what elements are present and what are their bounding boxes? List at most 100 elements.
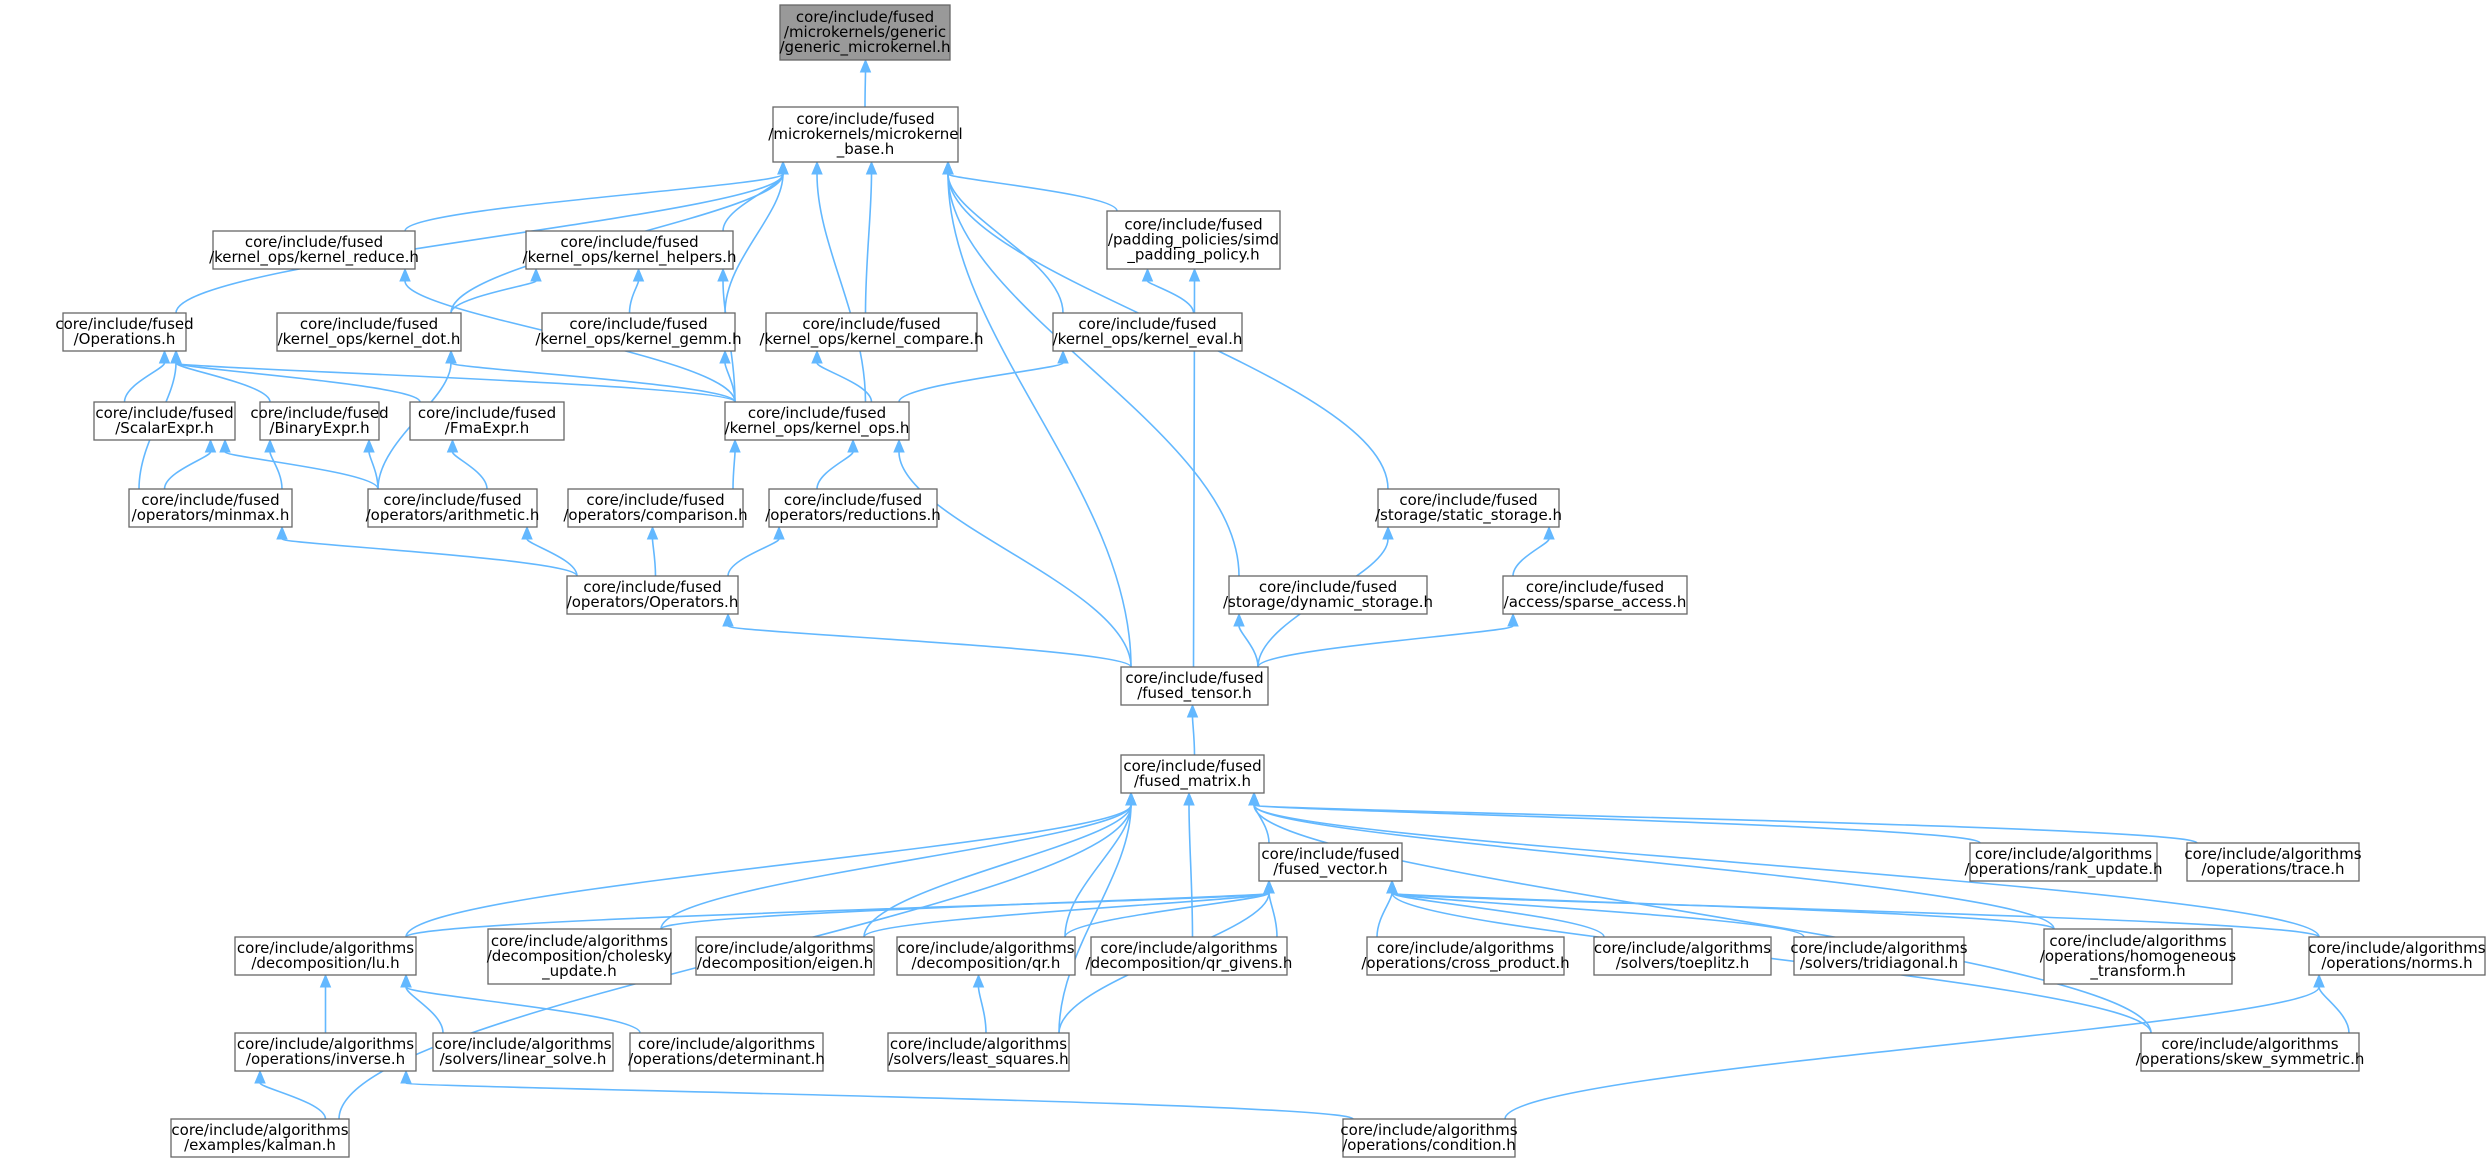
edge-arrowhead [865, 160, 878, 175]
edge-lu-to-fused-matrix [405, 804, 1132, 938]
node-skew-symmetric[interactable]: core/include/algorithms/operations/skew_… [2136, 1032, 2365, 1072]
edge-arrowhead [264, 438, 276, 453]
node-label-line: /ScalarExpr.h [115, 419, 213, 437]
node-qr[interactable]: core/include/algorithms/decomposition/qr… [896, 936, 1076, 976]
node-label-line: /microkernels/generic [784, 23, 946, 41]
edge-fused-tensor-to-operators-h [727, 625, 1132, 668]
node-least-squares[interactable]: core/include/algorithms/solvers/least_sq… [887, 1032, 1070, 1072]
node-box [772, 106, 959, 163]
edge-fused-tensor-to-kernel-ops [898, 451, 1132, 668]
edge-toeplitz-to-fused-vector [1391, 892, 1605, 938]
node-label-line: /fused_tensor.h [1137, 684, 1252, 703]
edge-arrowhead [400, 1069, 412, 1084]
node-fused-matrix[interactable]: core/include/fused/fused_matrix.h [1120, 754, 1265, 794]
node-determinant[interactable]: core/include/algorithms/operations/deter… [628, 1032, 825, 1072]
node-kernel-eval[interactable]: core/include/fused/kernel_ops/kernel_eva… [1052, 312, 1243, 352]
edge-arrowhead [399, 267, 411, 282]
edge-condition-to-norms [1504, 986, 2320, 1120]
node-label-line: /decomposition/eigen.h [697, 954, 873, 972]
node-label-line: core/include/algorithms [1790, 939, 1967, 957]
node-box [170, 1118, 350, 1158]
node-fma-expr[interactable]: core/include/fused/FmaExpr.h [409, 401, 565, 441]
node-arithmetic[interactable]: core/include/fused/operators/arithmetic.… [366, 488, 540, 528]
node-binary-expr[interactable]: core/include/fused/BinaryExpr.h [250, 401, 389, 441]
node-generic-microkernel: core/include/fused/microkernels/generic/… [779, 4, 951, 61]
node-microkernel-base[interactable]: core/include/fused/microkernels/microker… [768, 106, 963, 163]
edge-arrowhead [363, 438, 375, 453]
edge-operators-h-to-arithmetic [526, 538, 578, 577]
node-eigen[interactable]: core/include/algorithms/decomposition/ei… [695, 936, 875, 976]
node-label-line: core/include/fused [1123, 757, 1261, 775]
edge-arrowhead [400, 973, 412, 988]
edge-qr-to-fused-matrix [1064, 804, 1132, 938]
node-norms[interactable]: core/include/algorithms/operations/norms… [2308, 936, 2486, 976]
edge-fused-tensor-to-dynamic-storage [1238, 625, 1259, 668]
node-tridiagonal[interactable]: core/include/algorithms/solvers/tridiago… [1790, 936, 1968, 976]
node-static-storage[interactable]: core/include/fused/storage/static_storag… [1375, 488, 1562, 528]
node-label-line: /solvers/tridiagonal.h [1800, 954, 1958, 972]
edge-arrowhead [646, 525, 659, 540]
node-kernel-reduce[interactable]: core/include/fused/kernel_ops/kernel_red… [209, 230, 419, 270]
node-linear-solve[interactable]: core/include/algorithms/solvers/linear_s… [432, 1032, 614, 1072]
edge-operations-h-to-microkernel-base [175, 173, 784, 314]
edge-sparse-access-to-static-storage [1512, 538, 1550, 577]
node-operators-h[interactable]: core/include/fused/operators/Operators.h [566, 575, 739, 615]
edge-cross-product-to-fused-vector [1376, 892, 1393, 938]
edge-arrowhead [847, 438, 859, 453]
node-condition[interactable]: core/include/algorithms/operations/condi… [1340, 1118, 1518, 1158]
node-toeplitz[interactable]: core/include/algorithms/solvers/toeplitz… [1593, 936, 1772, 976]
edge-arrowhead [1183, 791, 1195, 806]
edge-arrowhead [1507, 612, 1519, 627]
edge-simd-padding-to-microkernel-base [947, 173, 1118, 212]
node-cholesky[interactable]: core/include/algorithms/decomposition/ch… [487, 928, 673, 985]
edge-norms-to-fused-matrix [1253, 804, 2320, 938]
node-sparse-access[interactable]: core/include/fused/access/sparse_access.… [1502, 575, 1688, 615]
node-simd-padding[interactable]: core/include/fused/padding_policies/simd… [1106, 210, 1281, 270]
node-kernel-helpers[interactable]: core/include/fused/kernel_ops/kernel_hel… [523, 230, 737, 270]
node-trace[interactable]: core/include/algorithms/operations/trace… [2184, 842, 2362, 882]
edge-qr-givens-to-fused-matrix [1188, 804, 1194, 938]
node-label-line: /operators/Operators.h [567, 593, 739, 611]
node-box [695, 936, 875, 976]
node-minmax[interactable]: core/include/fused/operators/minmax.h [128, 488, 293, 528]
node-kernel-compare[interactable]: core/include/fused/kernel_ops/kernel_com… [759, 312, 984, 352]
node-dynamic-storage[interactable]: core/include/fused/storage/dynamic_stora… [1223, 575, 1433, 615]
node-kalman[interactable]: core/include/algorithms/examples/kalman.… [170, 1118, 350, 1158]
node-kernel-gemm[interactable]: core/include/fused/kernel_ops/kernel_gem… [535, 312, 742, 352]
node-kernel-ops[interactable]: core/include/fused/kernel_ops/kernel_ops… [724, 401, 910, 441]
edge-arrowhead [722, 612, 734, 627]
node-homogeneous[interactable]: core/include/algorithms/operations/homog… [2040, 928, 2237, 985]
node-label-line: /operations/homogeneous [2040, 947, 2237, 965]
node-label-line: core/include/fused [1124, 216, 1262, 234]
node-label-line: /decomposition/lu.h [251, 954, 399, 972]
node-label-line: /fused_matrix.h [1134, 772, 1251, 791]
edge-arrowhead [204, 438, 217, 453]
edge-minmax-to-scalar-expr [163, 451, 212, 490]
node-label-line: /operations/skew_symmetric.h [2136, 1050, 2365, 1069]
edge-least-squares-to-fused-matrix [1058, 804, 1132, 1034]
node-comparison[interactable]: core/include/fused/operators/comparison.… [563, 488, 748, 528]
node-box [2043, 928, 2233, 985]
node-operations-h[interactable]: core/include/fused/Operations.h [55, 312, 194, 352]
node-rank-update[interactable]: core/include/algorithms/operations/rank_… [1964, 842, 2163, 882]
node-box [259, 401, 380, 441]
node-inverse[interactable]: core/include/algorithms/operations/inver… [234, 1032, 417, 1072]
edge-reductions-to-kernel-ops [816, 451, 854, 490]
node-fused-tensor[interactable]: core/include/fused/fused_tensor.h [1120, 666, 1269, 706]
edge-eigen-to-fused-matrix [863, 804, 1132, 938]
edge-arrowhead [859, 58, 872, 73]
node-box [525, 230, 734, 270]
node-cross-product[interactable]: core/include/algorithms/operations/cross… [1361, 936, 1570, 976]
node-reductions[interactable]: core/include/fused/operators/reductions.… [765, 488, 941, 528]
node-scalar-expr[interactable]: core/include/fused/ScalarExpr.h [93, 401, 236, 441]
node-kernel-dot[interactable]: core/include/fused/kernel_ops/kernel_dot… [276, 312, 462, 352]
node-lu[interactable]: core/include/algorithms/decomposition/lu… [234, 936, 417, 976]
node-fused-vector[interactable]: core/include/fused/fused_vector.h [1258, 842, 1403, 882]
node-qr-givens[interactable]: core/include/algorithms/decomposition/qr… [1086, 936, 1293, 976]
node-label-line: core/include/fused [1399, 491, 1537, 509]
edge-arrowhead [893, 438, 905, 453]
edge-arrowhead [170, 349, 182, 364]
node-label-line: core/include/fused [586, 491, 724, 509]
node-label-line: /FmaExpr.h [445, 419, 529, 437]
